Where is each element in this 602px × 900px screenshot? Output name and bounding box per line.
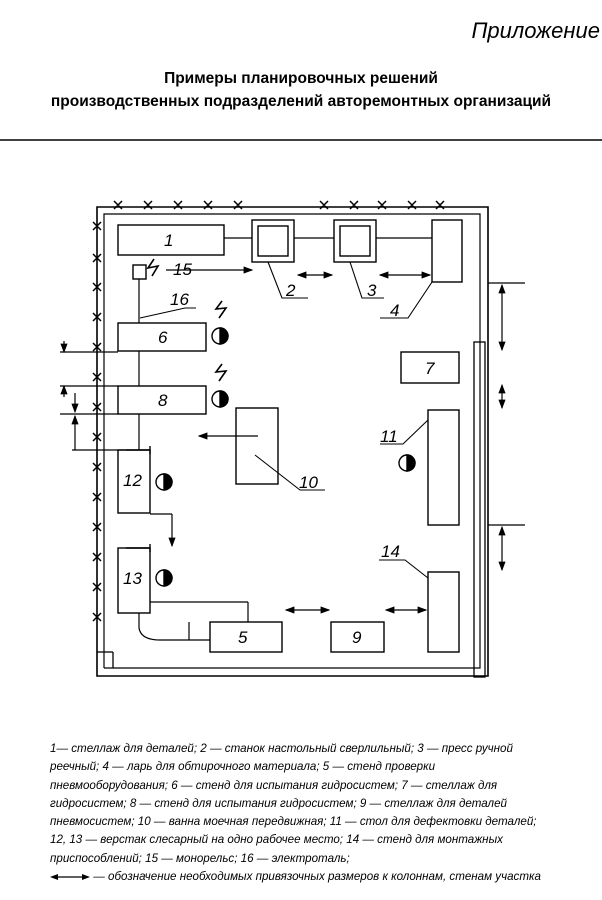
item-6-stand	[117, 322, 207, 352]
outlet-symbols	[155, 327, 416, 587]
page-title: Примеры планировочных решений производст…	[0, 67, 602, 113]
legend: 1— стеллаж для деталей; 2 — станок насто…	[50, 740, 560, 886]
item-10-bath	[235, 407, 279, 485]
item-7-shelf	[400, 351, 460, 384]
electric-hoist	[132, 264, 147, 280]
item-4-bin	[431, 219, 463, 283]
legend-line: реечный; 4 — ларь для обтирочного матери…	[50, 760, 436, 774]
legend-line: пневмооборудования; 6 — стенд для испыта…	[50, 778, 498, 792]
label-8: 8	[158, 391, 168, 410]
label-16: 16	[170, 290, 189, 309]
wall-cross-marks	[92, 200, 445, 622]
label-4: 4	[390, 301, 399, 320]
legend-arrow-note: — обозначение необходимых привязочных ра…	[93, 870, 541, 884]
label-15: 15	[173, 260, 192, 279]
leader-lines	[139, 261, 433, 579]
double-arrow-icon	[50, 874, 90, 881]
title-line-2: производственных подразделений авторемон…	[50, 93, 552, 110]
item-14-stand	[427, 571, 460, 653]
label-13: 13	[123, 569, 142, 588]
monorail-lines	[138, 237, 432, 641]
power-symbols	[146, 258, 228, 382]
legend-line: 1— стеллаж для деталей; 2 — станок насто…	[50, 742, 513, 755]
label-7: 7	[425, 359, 435, 378]
label-9: 9	[352, 628, 362, 647]
item-5-stand	[209, 621, 283, 653]
item-11-table	[427, 409, 460, 526]
label-3: 3	[367, 281, 377, 300]
title-line-1: Примеры планировочных решений	[164, 70, 438, 87]
label-6: 6	[158, 328, 168, 347]
item-8-stand	[117, 385, 207, 415]
item-labels: 1 2 3 4 5 6 7 8 9 10 11 12 13 14 15 16	[123, 231, 435, 647]
room-walls	[96, 206, 525, 678]
item-2-drill	[251, 219, 295, 263]
label-11: 11	[380, 427, 398, 446]
label-10: 10	[299, 473, 318, 492]
label-14: 14	[381, 542, 400, 561]
label-1: 1	[164, 231, 173, 250]
label-12: 12	[123, 471, 142, 490]
appendix-heading: Приложение	[471, 18, 600, 43]
legend-arrow-line: — обозначение необходимых привязочных ра…	[50, 868, 560, 886]
legend-line: 12, 13 — верстак слесарный на одно рабоч…	[50, 833, 503, 847]
item-1-shelf	[117, 224, 225, 256]
label-2: 2	[285, 281, 296, 300]
label-5: 5	[238, 628, 248, 647]
equipment	[117, 219, 463, 653]
dimension-arrows	[60, 266, 506, 640]
item-9-shelf	[330, 621, 385, 653]
item-3-press	[333, 219, 377, 263]
legend-line: приспособлений; 15 — монорельс; 16 — эле…	[50, 851, 350, 865]
legend-line: гидросистем; 8 — стенд для испытания гид…	[50, 796, 507, 810]
legend-line: пневмосистем; 10 — ванна моечная передви…	[50, 815, 537, 829]
